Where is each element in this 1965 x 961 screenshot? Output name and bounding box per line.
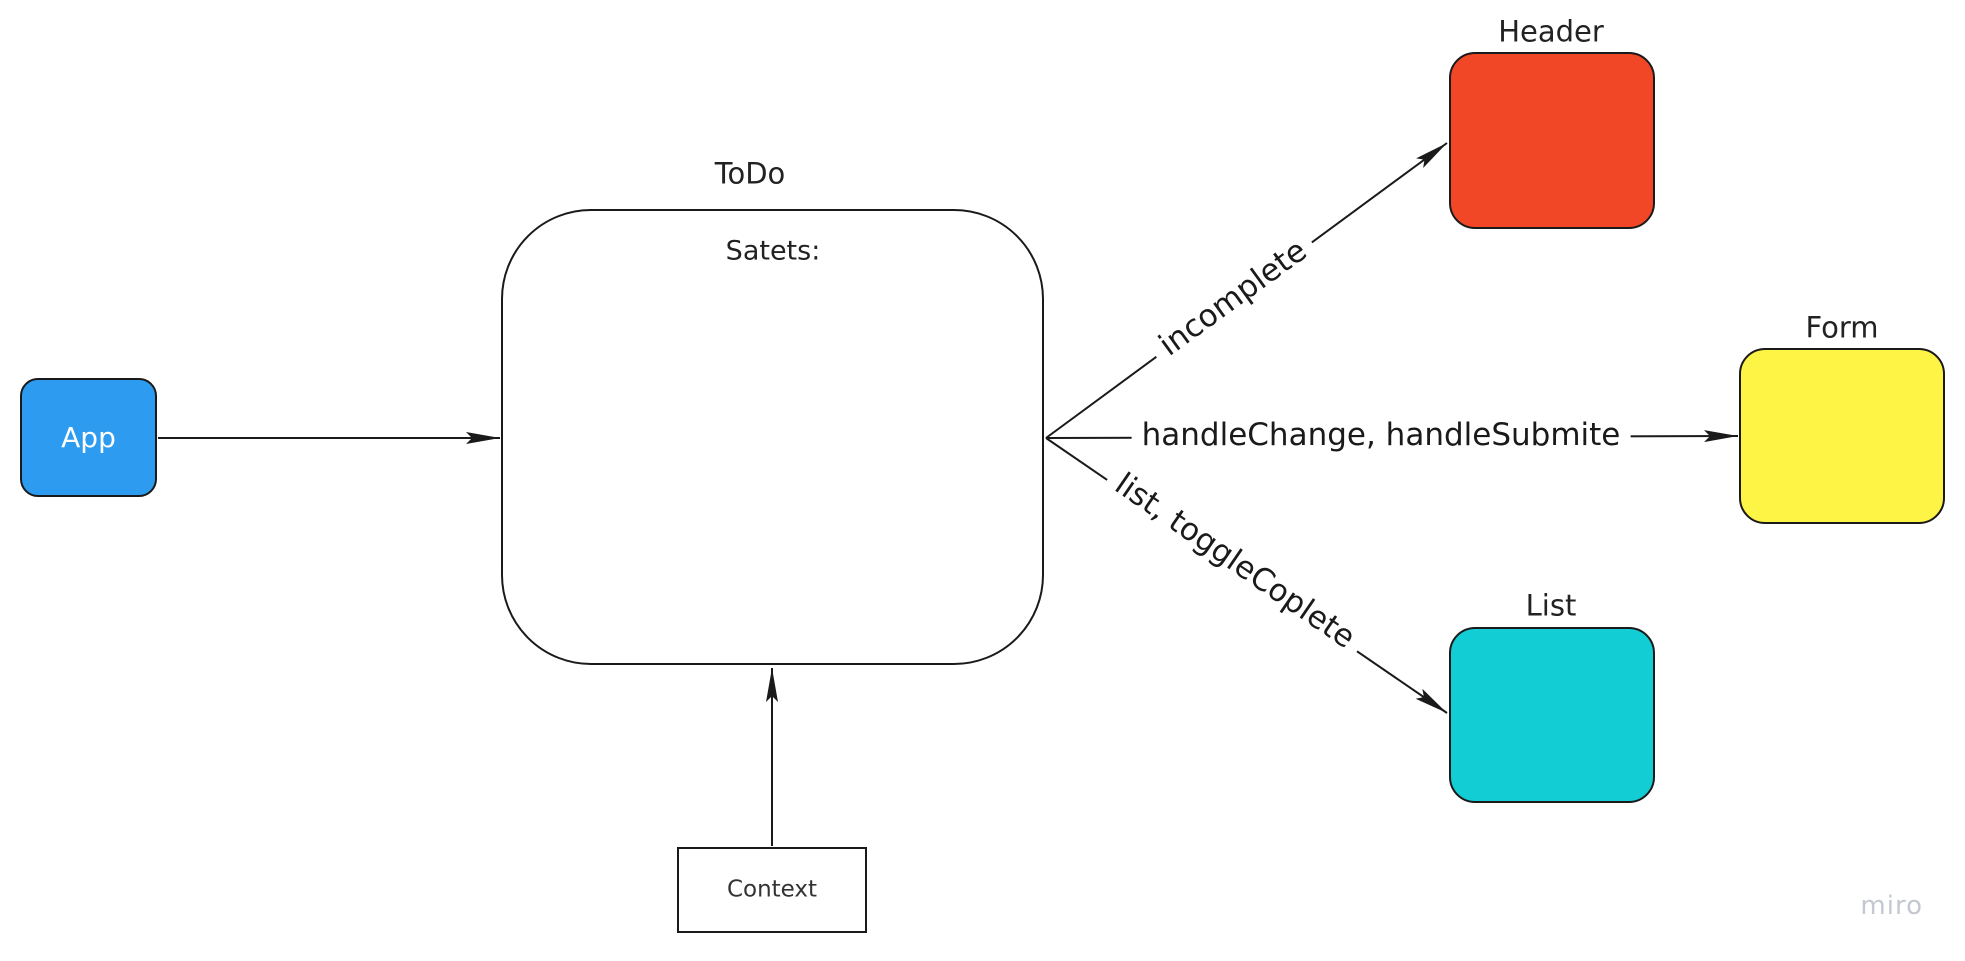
form-title: Form [1805,310,1879,345]
app-node[interactable]: App [20,378,157,497]
form-node[interactable] [1739,348,1945,524]
list-title: List [1525,588,1577,623]
list-node[interactable] [1449,627,1655,803]
miro-watermark: miro [1860,891,1923,921]
context-node[interactable]: Context [677,847,867,933]
edge-label-handle: handleChange, handleSubmite [1131,418,1631,452]
todo-node[interactable]: Satets: [501,209,1044,665]
app-label: App [61,420,116,454]
header-title: Header [1498,14,1604,49]
header-node[interactable] [1449,52,1655,229]
context-label: Context [726,876,818,903]
todo-states-label: Satets: [725,235,821,267]
todo-title: ToDo [714,156,786,191]
